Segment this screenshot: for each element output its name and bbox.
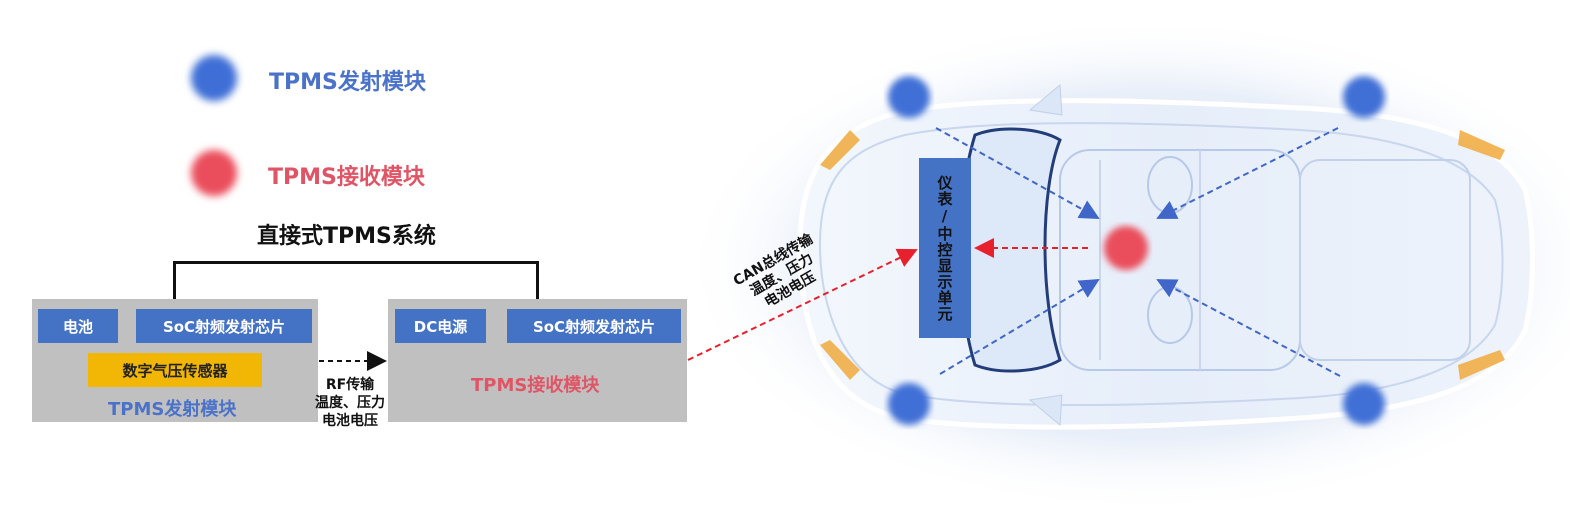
rf-transmission-label: RF传输 温度、压力 电池电压 bbox=[303, 376, 397, 430]
rx-soc-block: SoC射频发射芯片 bbox=[507, 309, 681, 343]
can-arrow bbox=[687, 248, 918, 361]
wheel-sensor-front-right bbox=[888, 383, 930, 425]
display-unit: 仪表/中控显示单元 bbox=[919, 158, 971, 338]
system-title: 直接式TPMS系统 bbox=[257, 224, 436, 249]
battery-block: 电池 bbox=[38, 309, 118, 343]
transmitter-label: TPMS发射模块 bbox=[108, 399, 237, 420]
front-left-arrow bbox=[935, 127, 1100, 219]
front-right-arrow bbox=[939, 278, 1100, 375]
wheel-sensor-rear-right bbox=[1343, 383, 1385, 425]
legend-tx-label: TPMS发射模块 bbox=[269, 70, 426, 95]
dc-power-block: DC电源 bbox=[395, 309, 486, 343]
rear-right-arrow bbox=[1156, 279, 1341, 377]
display-unit-label: 仪表/中控显示单元 bbox=[935, 174, 954, 322]
legend-rx-label: TPMS接收模块 bbox=[268, 165, 425, 190]
rear-left-arrow bbox=[1156, 127, 1339, 219]
wheel-sensor-front-left bbox=[888, 76, 930, 118]
rf-line-3: 电池电压 bbox=[322, 413, 378, 429]
system-bracket bbox=[173, 261, 539, 299]
rf-line-2: 温度、压力 bbox=[315, 395, 385, 411]
rf-line-1: RF传输 bbox=[325, 377, 375, 393]
receiver-dot bbox=[1104, 226, 1148, 270]
receiver-label: TPMS接收模块 bbox=[471, 375, 600, 396]
wheel-sensor-rear-left bbox=[1343, 76, 1385, 118]
pressure-sensor-block: 数字气压传感器 bbox=[88, 353, 262, 387]
receiver-panel: DC电源 SoC射频发射芯片 TPMS接收模块 bbox=[388, 299, 687, 422]
tx-soc-block: SoC射频发射芯片 bbox=[136, 309, 312, 343]
legend-tx-dot bbox=[191, 55, 237, 101]
legend-rx-dot bbox=[191, 150, 237, 196]
transmitter-panel: 电池 SoC射频发射芯片 数字气压传感器 TPMS发射模块 bbox=[32, 299, 318, 422]
